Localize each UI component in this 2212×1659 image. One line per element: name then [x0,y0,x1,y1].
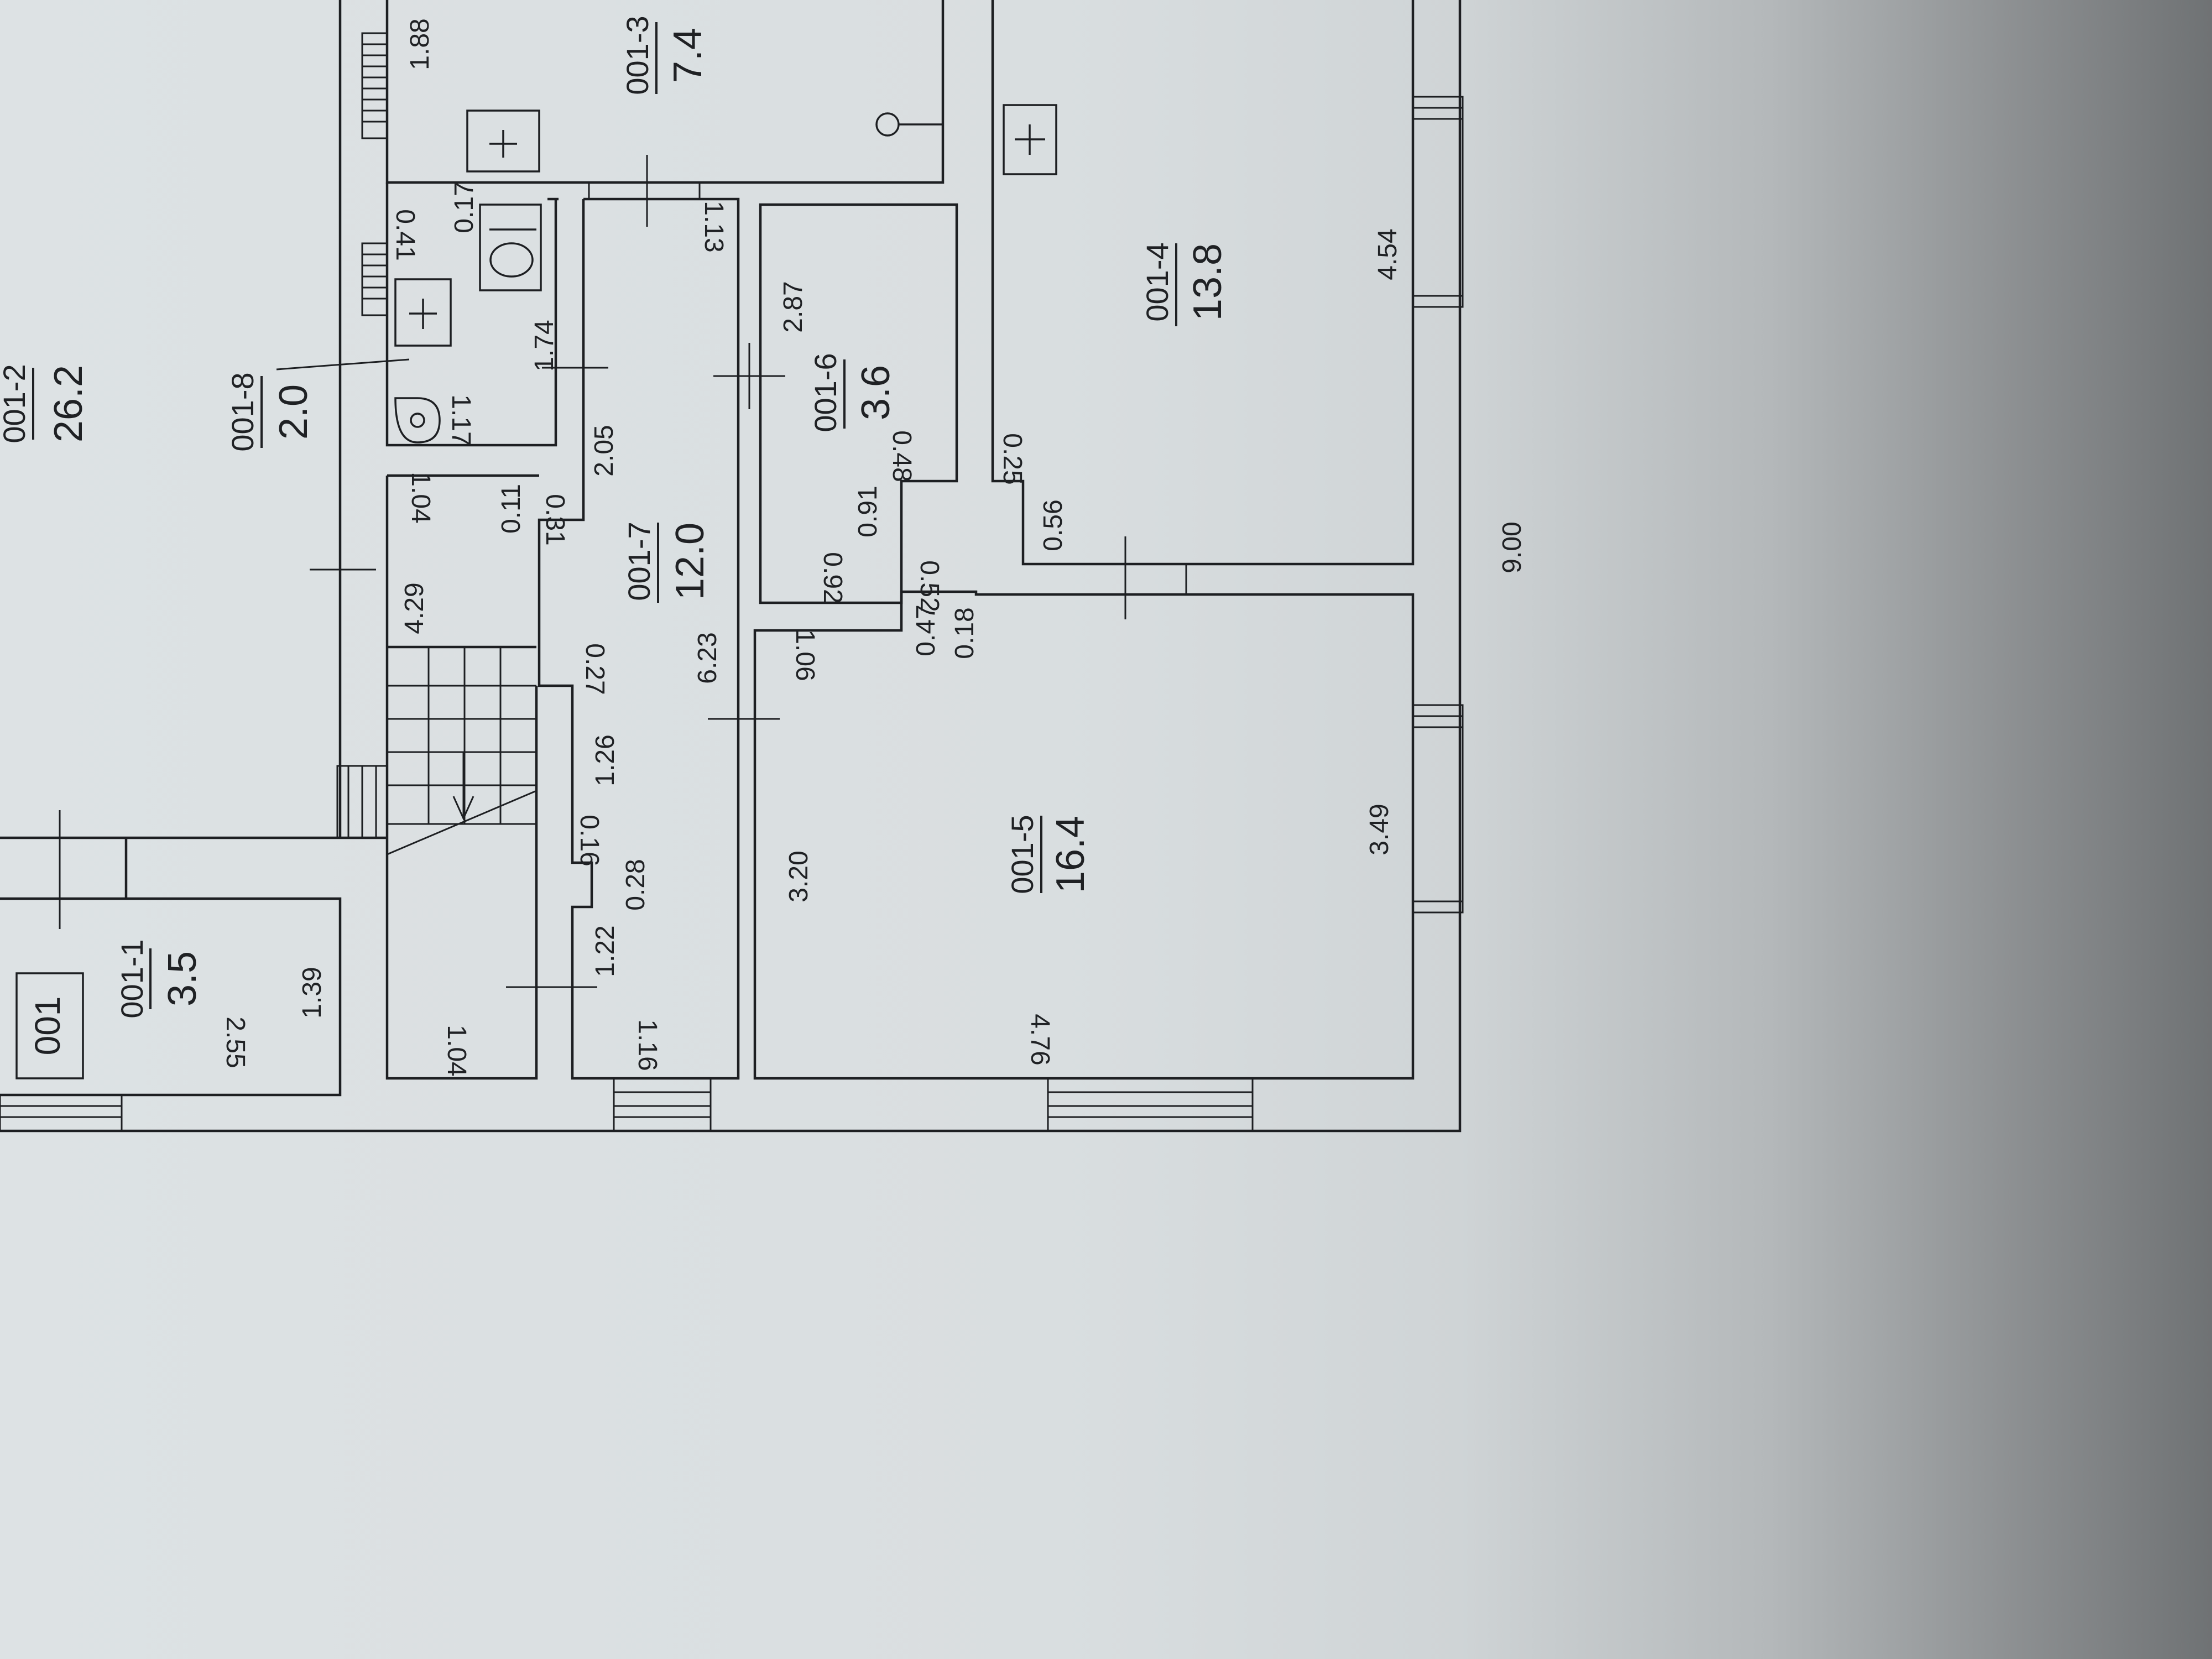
dim-1-16: 1.16 [633,1019,662,1071]
window-stair [336,765,388,839]
dim-2-87: 2.87 [779,281,808,332]
stairs [387,646,537,855]
dim-0-47: 0.47 [911,604,941,656]
dim-1-17: 1.17 [446,394,476,446]
svg-text:001-2: 001-2 [0,364,32,443]
dim-0-56: 0.56 [1039,499,1068,551]
svg-text:001-3: 001-3 [620,15,655,95]
room-001-7: 001-7 12.0 [622,521,712,603]
dim-1-13: 1.13 [699,201,728,252]
room-001-4: 001-4 13.8 [1140,242,1230,326]
dim-1-04-top: 1.04 [406,472,435,523]
window-right-lower [1412,704,1464,914]
bidet-icon [394,397,441,444]
sink-icon-room-001-8 [394,278,452,347]
dimension-labels: 1.88 1.74 2.05 2.87 0.11 0.17 0.56 4.54 … [221,18,1527,1076]
svg-text:001-6: 001-6 [808,353,843,432]
window-bottom-3 [1047,1077,1254,1132]
dim-0-28: 0.28 [621,859,650,910]
windows [0,32,1464,1132]
wall-room-001-5 [753,590,1415,1080]
exterior-wall [0,0,1462,1133]
dim-2-55: 2.55 [221,1016,250,1068]
apartment-label: 001 [15,972,84,1079]
dim-0-52: 0.52 [915,560,944,612]
walls [0,0,1462,1133]
room-001-2: 001-2 26.2 [0,364,91,443]
dim-0-27: 0.27 [580,643,609,695]
room-001-6: 001-6 3.6 [808,353,898,432]
wall-room-001-1 [0,897,342,1097]
window-top-left-1 [361,32,388,139]
dim-4-76: 4.76 [1025,1014,1055,1065]
dim-0-11: 0.11 [497,484,526,534]
dim-3-20: 3.20 [784,851,813,902]
room-001-1: 001-1 3.5 [114,939,205,1018]
wall-room-001-6 [759,203,958,604]
dim-1-39: 1.39 [298,967,327,1018]
dim-3-49: 3.49 [1365,804,1394,855]
dim-4-29: 4.29 [400,582,429,634]
drain-icon [875,112,943,137]
dim-4-54: 4.54 [1373,228,1402,280]
wall-room-001-4 [991,0,1415,566]
window-right-upper [1412,96,1464,308]
window-top-left-2 [361,242,388,316]
room-001-8: 001-8 2.0 [225,372,316,451]
leader-line-001-8 [276,358,410,371]
dim-1-26: 1.26 [591,734,620,786]
svg-text:001-1: 001-1 [114,939,149,1018]
dim-2-05: 2.05 [589,425,619,476]
window-top-middle [588,181,701,200]
window-bottom-2 [613,1077,712,1132]
svg-text:001-4: 001-4 [1140,242,1175,321]
svg-text:26.2: 26.2 [46,365,91,442]
sink-icon-room-001-3 [466,109,540,173]
room-001-5: 001-5 16.4 [1005,815,1093,894]
dim-0-17: 0.17 [450,181,479,233]
sink-icon-room-001-4 [1003,104,1057,175]
window-bottom-1 [0,1094,123,1132]
dim-6-23: 6.23 [693,632,722,684]
dim-1-88: 1.88 [405,18,435,70]
dim-0-41: 0.41 [390,209,420,260]
dim-0-48: 0.48 [887,430,916,482]
room-001-3: 001-3 7.4 [620,15,710,95]
dim-1-74: 1.74 [530,320,559,371]
svg-text:3.5: 3.5 [160,951,205,1006]
dim-1-04-bottom: 1.04 [442,1025,471,1076]
dim-0-25: 0.25 [998,433,1027,484]
fixtures [276,104,1057,444]
svg-text:12.0: 12.0 [668,523,712,600]
svg-text:16.4: 16.4 [1048,816,1093,893]
svg-text:13.8: 13.8 [1186,243,1230,321]
dim-0-31: 0.31 [540,494,570,545]
svg-text:001-5: 001-5 [1005,815,1040,894]
apartment-code: 001 [28,997,67,1056]
stair-arrow [452,752,474,821]
dim-0-92: 0.92 [818,552,847,603]
svg-text:001-7: 001-7 [622,521,656,601]
svg-text:2.0: 2.0 [272,384,316,440]
dim-0-91: 0.91 [853,486,883,537]
dim-1-22: 1.22 [591,925,620,977]
dim-0-18: 0.18 [950,607,979,659]
room-labels: 001 001-1 3.5 001-2 26.2 001-3 7.4 001-4… [0,15,1230,1079]
toilet-icon [479,204,542,291]
wall-room-001-3 [385,0,945,184]
svg-text:3.6: 3.6 [854,365,898,420]
door-marks [59,155,1187,1018]
svg-text:7.4: 7.4 [666,28,710,83]
svg-text:001-8: 001-8 [225,372,260,451]
dim-1-06: 1.06 [790,629,820,681]
dim-0-16: 0.16 [575,815,604,866]
dim-9-00: 9.00 [1498,521,1527,573]
